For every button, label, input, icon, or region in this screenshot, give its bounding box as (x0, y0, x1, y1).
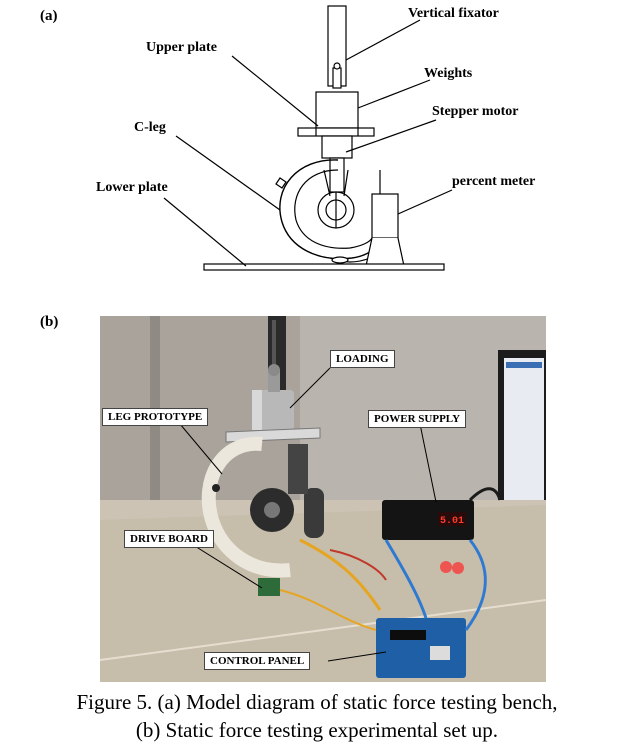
label-weights: Weights (424, 66, 473, 81)
panel-b-tag: (b) (40, 314, 59, 330)
figure-caption-line-1: Figure 5. (a) Model diagram of static fo… (76, 690, 558, 714)
label-vertical-fixator: Vertical fixator (408, 6, 499, 21)
loading-weight (252, 390, 294, 430)
label-power-supply: POWER SUPPLY (368, 410, 467, 428)
bench-line-drawing (163, 5, 453, 271)
label-c-leg: C-leg (134, 120, 166, 135)
label-loading: LOADING (330, 350, 395, 368)
label-stepper-motor: Stepper motor (432, 104, 519, 119)
power-supply-unit (382, 500, 474, 540)
c-leg (279, 159, 379, 260)
label-percent-meter: percent meter (452, 174, 536, 189)
control-board (376, 618, 466, 678)
panel-a-tag: (a) (40, 8, 58, 24)
figure-caption-line-2: (b) Static force testing experimental se… (135, 718, 499, 742)
lower-plate (203, 263, 445, 271)
label-control-panel: CONTROL PANEL (204, 652, 311, 670)
drive-board (258, 578, 280, 596)
experimental-photo: 5.01 (99, 316, 547, 682)
label-drive-board: DRIVE BOARD (124, 530, 214, 548)
label-lower-plate: Lower plate (96, 180, 168, 195)
leg-prototype (201, 436, 291, 578)
power-display: 5.01 (440, 516, 464, 527)
label-leg-prototype: LEG PROTOTYPE (102, 408, 209, 426)
label-upper-plate: Upper plate (146, 40, 217, 55)
